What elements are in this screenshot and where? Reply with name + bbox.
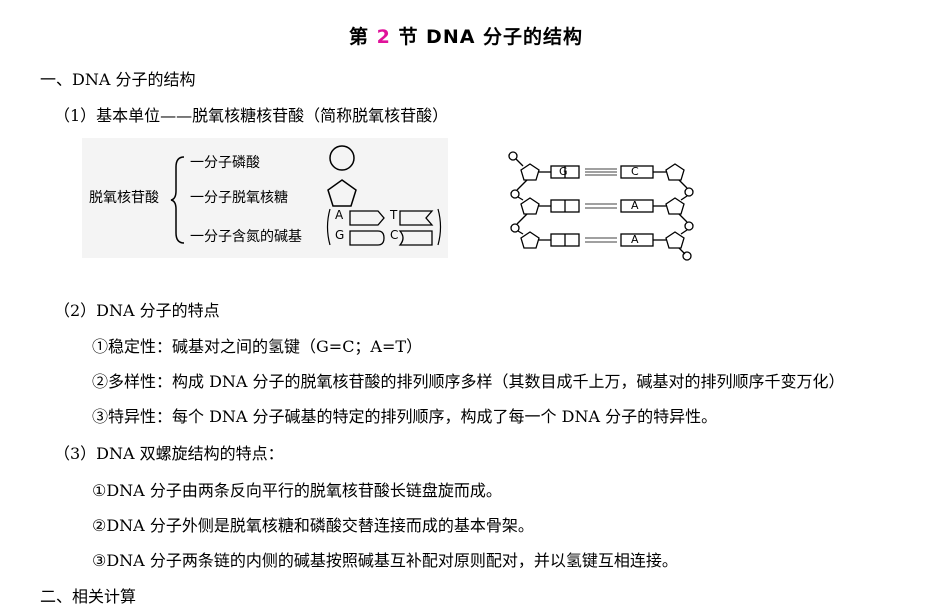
part-base: 一分子含氮的碱基 — [190, 229, 302, 245]
nucleotide-label: 脱氧核苷酸 — [89, 190, 159, 206]
feature-diversity: ②多样性：构成 DNA 分子的脱氧核苷酸的排列顺序多样（其数目成千上万，碱基对的… — [92, 372, 845, 391]
base-c-label: C — [390, 228, 399, 242]
subsection-3: （3）DNA 双螺旋结构的特点： — [54, 444, 284, 463]
brace-icon — [170, 156, 185, 244]
subsection-1: （1）基本单位——脱氧核糖核苷酸（简称脱氧核苷酸） — [54, 106, 449, 125]
pair-label-a2: A — [631, 199, 639, 212]
helix-point-1: ①DNA 分子由两条反向平行的脱氧核苷酸长链盘旋而成。 — [92, 481, 502, 500]
sugar-pentagon-icon — [327, 179, 357, 207]
nucleotide-figure — [82, 138, 448, 258]
base-t-label: T — [390, 208, 398, 222]
feature-stability: ①稳定性：碱基对之间的氢键（G=C；A=T） — [92, 337, 423, 356]
subsection-2: （2）DNA 分子的特点 — [54, 301, 220, 320]
part-sugar: 一分子脱氧核糖 — [190, 190, 288, 206]
title-suffix: 节 DNA 分子的结构 — [398, 26, 584, 48]
dna-ladder-diagram — [508, 151, 694, 261]
page-title: 第 2 节 DNA 分子的结构 — [0, 22, 932, 49]
feature-specificity: ③特异性：每个 DNA 分子碱基的特定的排列顺序，构成了每一个 DNA 分子的特… — [92, 407, 718, 426]
part-phosphate: 一分子磷酸 — [190, 155, 260, 171]
pair-label-a: A — [631, 233, 639, 246]
base-a-label: A — [335, 208, 344, 222]
phosphate-circle-icon — [329, 145, 355, 171]
pair-label-g: G — [559, 165, 568, 178]
bases-bracket-icon — [326, 208, 442, 246]
title-number: 2 — [376, 26, 391, 48]
helix-point-2: ②DNA 分子外侧是脱氧核糖和磷酸交替连接而成的基本骨架。 — [92, 516, 534, 535]
title-prefix: 第 — [348, 26, 369, 48]
section1-heading: 一、DNA 分子的结构 — [40, 70, 196, 89]
base-g-label: G — [335, 228, 345, 242]
helix-point-3: ③DNA 分子两条链的内侧的碱基按照碱基互补配对原则配对，并以氢键互相连接。 — [92, 551, 678, 570]
section2-heading: 二、相关计算 — [40, 587, 137, 606]
pair-label-c: C — [631, 165, 639, 178]
